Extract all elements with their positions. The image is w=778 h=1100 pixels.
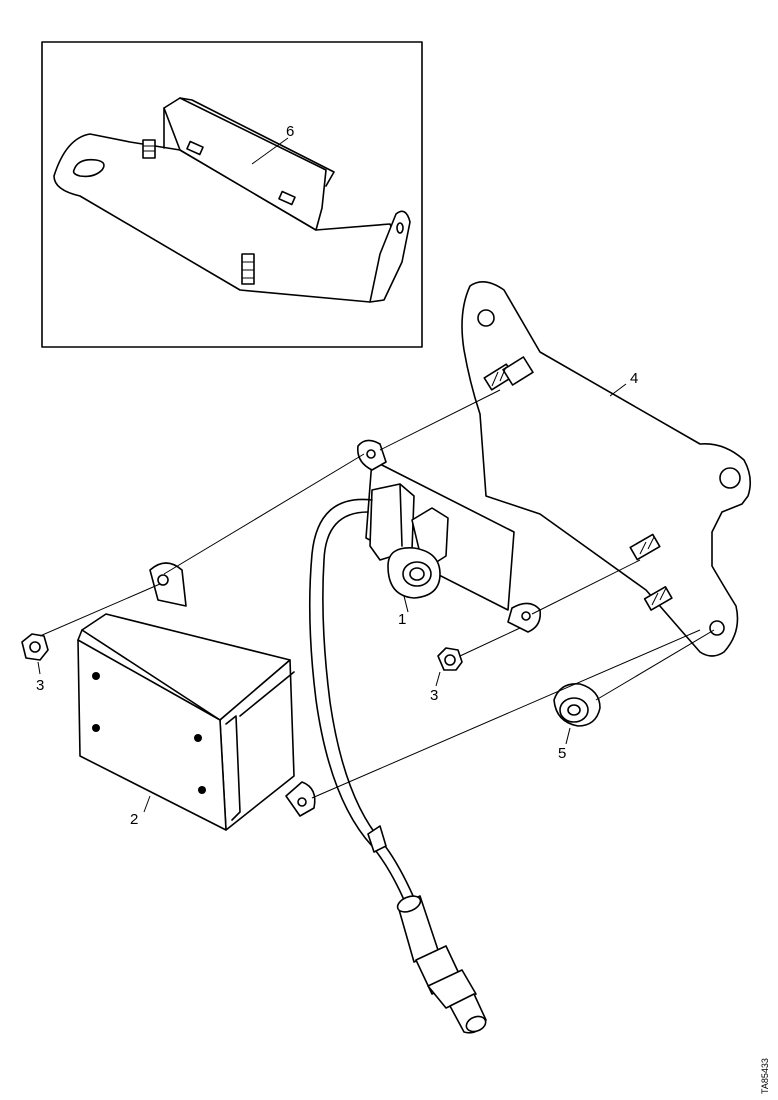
callout-2: 2 <box>130 811 138 828</box>
leader-5 <box>566 728 570 744</box>
callout-5: 5 <box>558 745 566 762</box>
callout-3-left: 3 <box>36 677 44 694</box>
leader-4 <box>610 384 626 396</box>
sensor-cable <box>310 499 414 900</box>
nut-3-left <box>22 634 48 660</box>
plate-4 <box>462 282 750 656</box>
nut-3-center <box>438 648 462 670</box>
callout-3-center: 3 <box>430 687 438 704</box>
bracket-6 <box>54 98 410 302</box>
leader-3-left <box>38 662 40 674</box>
leader-3-center <box>436 672 440 686</box>
callout-1: 1 <box>398 611 406 628</box>
sensor-1 <box>370 484 448 598</box>
bracket-2 <box>78 563 315 830</box>
callout-4: 4 <box>630 370 638 387</box>
callout-6: 6 <box>286 123 294 140</box>
cable-connector <box>395 893 488 1034</box>
assembly-lines <box>40 390 714 798</box>
grommet-5 <box>554 684 600 726</box>
inset-frame <box>42 42 422 347</box>
leader-6 <box>252 138 288 164</box>
bolt-right-1 <box>630 534 660 559</box>
bolt-right-2 <box>645 587 672 610</box>
leader-1 <box>404 596 408 612</box>
reference-code: TA85433 <box>760 1058 770 1094</box>
bolt-upper <box>484 357 533 390</box>
leader-2 <box>144 796 150 812</box>
